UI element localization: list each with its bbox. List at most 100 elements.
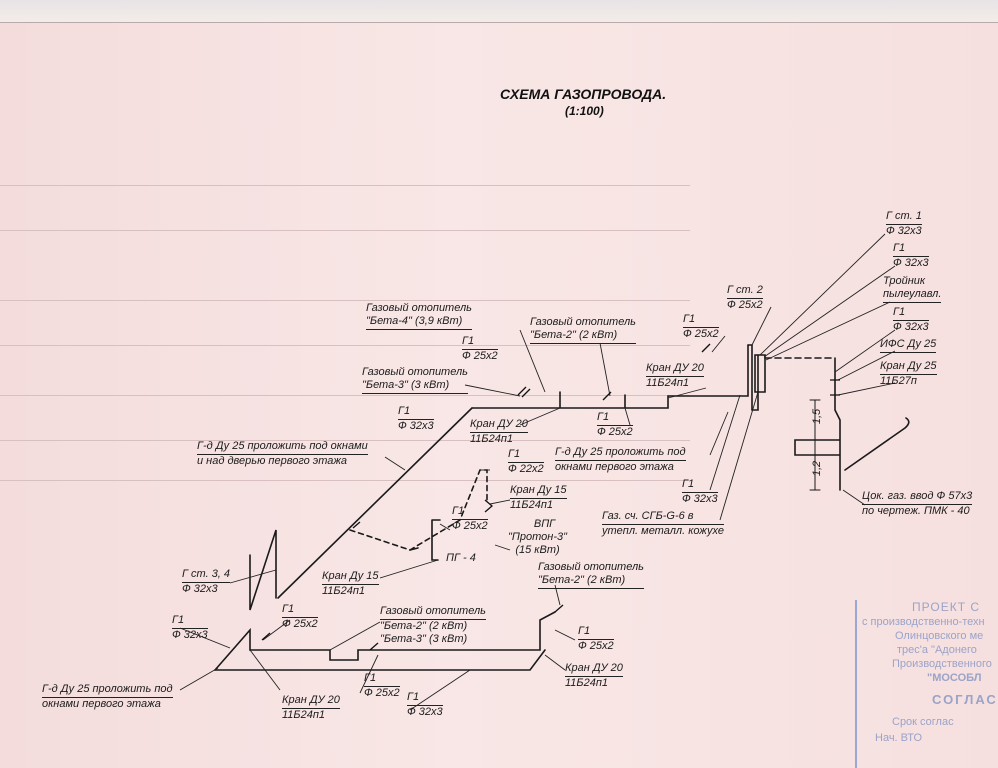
valve-mark — [830, 379, 840, 396]
label-gd-note-a: Г-д Ду 25 проложить под окнами первого э… — [555, 446, 686, 474]
label-kran-25: Кран Ду 25 11Б27п — [880, 360, 937, 388]
leader-b4 — [519, 329, 546, 393]
leader-b23 — [329, 621, 381, 651]
label-text: Г-д Ду 25 проложить под — [555, 446, 686, 461]
dim-1-2: 1,2 — [811, 460, 824, 477]
ghost-rule — [0, 480, 690, 481]
stamp-line: Олинцовского ме — [895, 630, 984, 642]
label-g1-bottom-right: Г1 Ф 32х3 — [682, 478, 718, 506]
label-g1-low-a: Г1 Ф 25х2 — [282, 603, 318, 631]
label-kran-du20-b: Кран ДУ 20 11Б24п1 — [470, 418, 528, 446]
drawing-scale: (1:100) — [565, 104, 604, 118]
label-text: "Бета-4" (3,9 кВт) — [366, 315, 472, 330]
label-text: Ф 32х3 — [886, 225, 922, 237]
label-heater-b2-top: Газовый отопитель "Бета-2" (2 кВт) — [530, 316, 636, 344]
label-text: 11Б24п1 — [646, 377, 689, 389]
label-gd-note-c: Г-д Ду 25 проложить под окнами первого э… — [42, 683, 173, 711]
label-text: пылеулавл. — [883, 288, 942, 303]
label-g1-top: Г1 Ф 32х3 — [893, 242, 929, 270]
label-text: Ф 25х2 — [452, 520, 488, 532]
label-gd-note-b: Г-д Ду 25 проложить под окнами и над две… — [197, 440, 368, 468]
label-text: Г ст. 2 — [727, 284, 763, 299]
pipe-lower-front — [214, 649, 546, 671]
label-text: утепл. металл. кожухе — [602, 525, 724, 537]
label-text: Ф 25х2 — [597, 426, 633, 438]
label-text: Тройник — [883, 275, 926, 287]
ghost-rule — [0, 440, 690, 441]
pipe-inlet-hook — [844, 417, 910, 471]
label-kran-du15-a: Кран Ду 15 11Б24п1 — [510, 484, 567, 512]
pipe-branch-pg4 — [409, 547, 419, 551]
stamp-line: трес'а "Адонего — [897, 644, 977, 656]
label-text: ВПГ — [533, 518, 556, 530]
label-text: "Протон-3" — [508, 531, 568, 543]
label-text: Г ст. 3, 4 — [182, 568, 231, 583]
label-text: Ф 32х3 — [182, 583, 218, 595]
valve-mark — [484, 499, 493, 513]
leader-b2top — [599, 342, 611, 397]
label-text: Ф 25х2 — [683, 328, 719, 340]
ghost-rule — [0, 185, 690, 186]
label-text: Г1 — [893, 306, 929, 321]
label-text: "Бета-3" (3 кВт) — [380, 633, 468, 645]
label-tee: Тройник пылеулавл. — [883, 275, 942, 303]
leader-tee — [765, 301, 891, 361]
valve-mark — [701, 343, 711, 353]
label-text: и над дверью первого этажа — [197, 455, 348, 467]
label-text: по чертеж. ПМК - 40 — [862, 505, 970, 517]
label-text: Кран Ду 25 — [880, 360, 937, 375]
label-text: Кран ДУ 20 — [282, 694, 340, 709]
label-pg4: ПГ - 4 — [446, 552, 476, 564]
leader-gst2 — [751, 306, 772, 346]
sheet-fold — [0, 0, 998, 23]
label-g-st1: Г ст. 1 Ф 32х3 — [886, 210, 922, 238]
label-heater-b2-low: Газовый отопитель "Бета-2" (2 кВт) — [538, 561, 644, 589]
label-text: Г-д Ду 25 проложить под — [42, 683, 173, 698]
leader-b3 — [464, 384, 521, 397]
label-text: Г1 — [398, 405, 434, 420]
label-text: Г1 — [172, 614, 208, 629]
label-text: "Бета-3" (3 кВт) — [362, 379, 468, 394]
label-kran-du20-d: Кран ДУ 20 11Б24п1 — [282, 694, 340, 722]
approval-stamp: ПРОЕКТ С с производственно-техн Олинцовс… — [855, 600, 998, 768]
dim-1-5: 1,5 — [811, 408, 824, 425]
label-kran-du20-c: Кран ДУ 20 11Б24п1 — [565, 662, 623, 690]
label-text: Кран ДУ 20 — [565, 662, 623, 677]
label-text: "Бета-2" (2 кВт) — [380, 620, 468, 632]
label-text: 11Б24п1 — [322, 585, 365, 597]
label-text: 11Б27п — [880, 375, 917, 387]
label-text: Газовый отопитель — [362, 366, 468, 378]
label-text: Г1 — [407, 691, 443, 706]
label-text: Г1 — [578, 625, 614, 640]
leader-g1lowm — [359, 654, 379, 694]
ghost-rule — [0, 395, 690, 396]
leader-g1lowb — [409, 669, 471, 711]
label-text: 11Б24п1 — [470, 433, 513, 445]
stamp-line: ПРОЕКТ С — [912, 600, 981, 614]
label-text: Г1 — [508, 448, 544, 463]
leader-g1right — [711, 335, 726, 353]
leader-gdnote-b — [384, 456, 406, 471]
leader-g1top — [763, 265, 896, 358]
stamp-line: с производственно-техн — [862, 616, 985, 628]
leader-gst1 — [759, 233, 886, 356]
label-text: Г ст. 1 — [886, 210, 922, 225]
stamp-line: Срок соглас — [892, 716, 954, 728]
label-text: Кран ДУ 20 — [470, 418, 528, 433]
label-text: окнами первого этажа — [555, 461, 674, 473]
pipe-main-upper — [471, 344, 749, 409]
leader-g1mid — [834, 329, 896, 373]
leader-g1bottomright — [709, 394, 741, 491]
label-text: "Бета-2" (2 кВт) — [530, 329, 636, 344]
dim-line — [809, 399, 821, 491]
label-text: Ф 32х3 — [407, 706, 443, 718]
label-g1-b4: Г1 Ф 25х2 — [462, 335, 498, 363]
drawing-title: СХЕМА ГАЗОПРОВОДА. — [500, 86, 667, 102]
label-kran-du15-b: Кран Ду 15 11Б24п1 — [322, 570, 379, 598]
label-text: (15 кВт) — [515, 544, 560, 556]
label-g1-low-b: Г1 Ф 32х3 — [407, 691, 443, 719]
label-g1-vpg: Г1 Ф 25х2 — [452, 505, 488, 533]
label-text: "Бета-2" (2 кВт) — [538, 574, 644, 589]
leader-ifs — [837, 350, 896, 381]
leader-kran15b — [379, 559, 439, 579]
